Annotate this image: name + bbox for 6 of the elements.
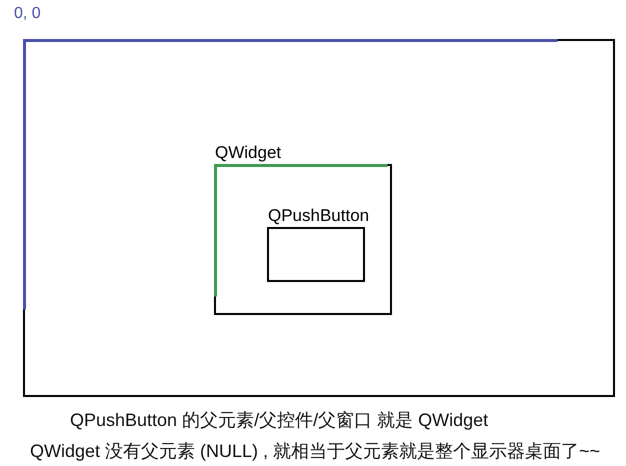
caption-text: QWidget 没有父元素 (NULL) , 就相当于父元素就是整个显示器桌面了~~ [30, 440, 600, 462]
button-label: QPushButton [268, 206, 370, 226]
caption-text: QPushButton 的父元素/父控件/父窗口 就是 QWidget [70, 409, 488, 431]
widget-label: QWidget [215, 143, 282, 163]
screen-frame [23, 39, 615, 397]
origin-label: 0, 0 [14, 4, 41, 24]
